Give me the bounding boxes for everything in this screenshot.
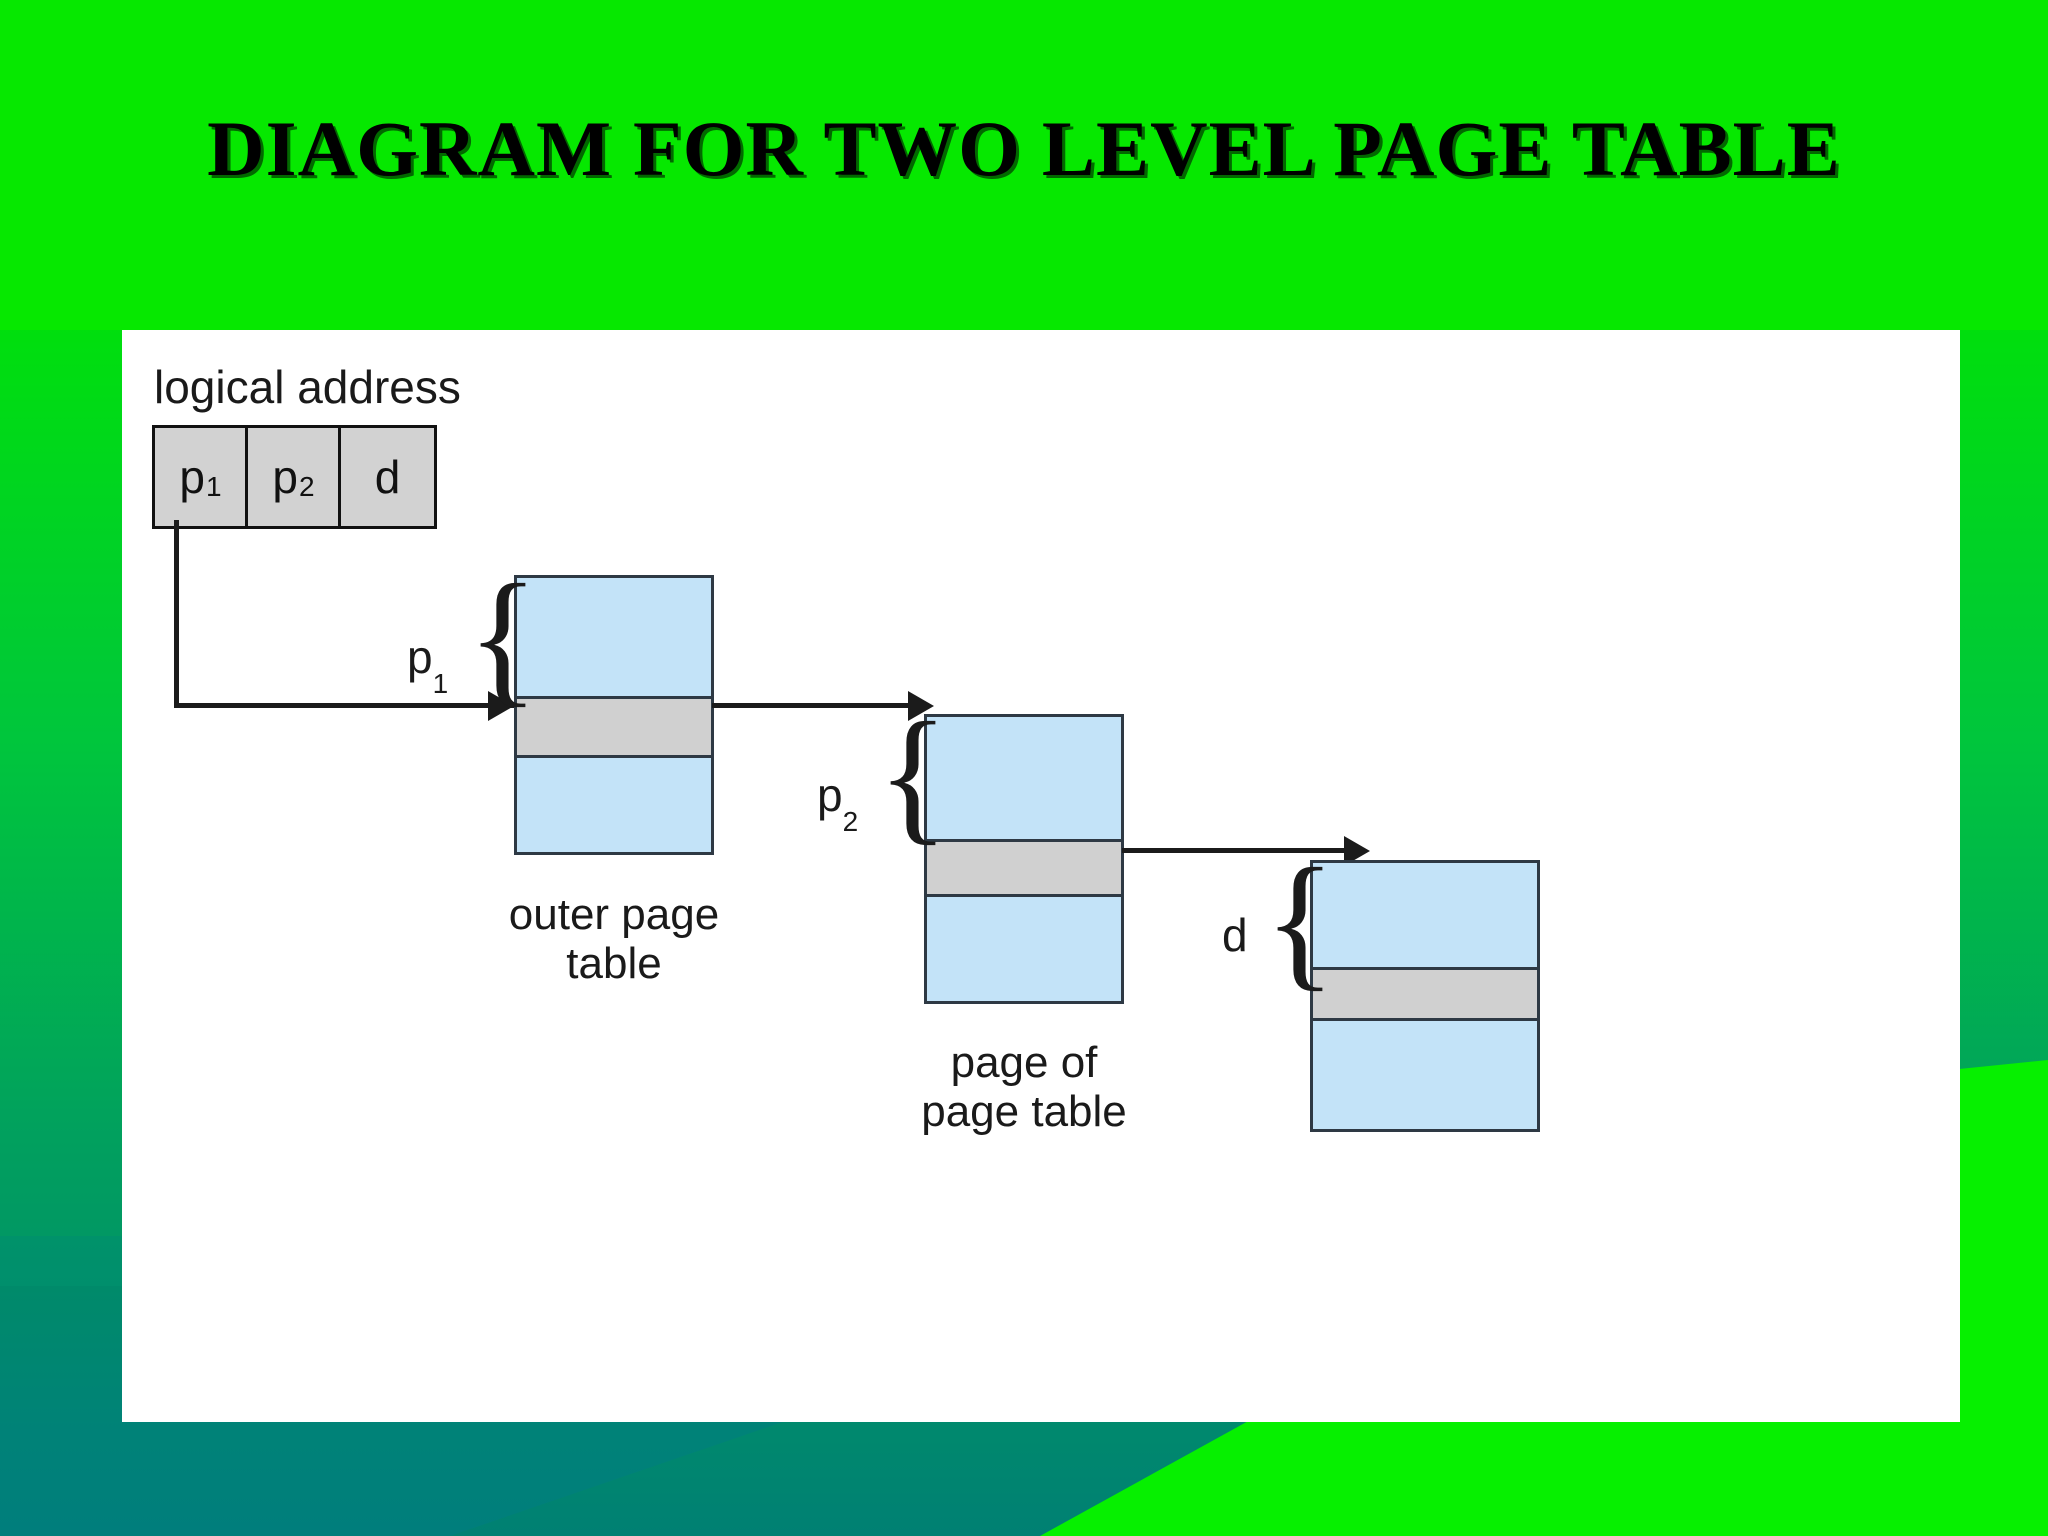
memory-frame-segment-entry xyxy=(1313,967,1537,1021)
memory-frame-index-text: d xyxy=(1222,909,1248,961)
page-of-page-table xyxy=(924,714,1124,1004)
page-of-page-table-index-text: p xyxy=(817,769,843,821)
outer-page-table-index-label: p1 xyxy=(407,630,448,699)
outer-page-table-segment-top xyxy=(517,578,711,696)
outer-page-table-caption-line1: outer page xyxy=(508,890,720,939)
outer-page-table-index-sub: 1 xyxy=(432,668,449,700)
logical-address-label: logical address xyxy=(154,361,461,413)
outer-page-table-caption-line2: table xyxy=(566,939,662,989)
page-of-page-table-index-sub: 2 xyxy=(842,806,859,838)
memory-frame-segment-bottom xyxy=(1313,1021,1537,1123)
page-of-page-table-segment-bottom xyxy=(927,897,1121,1001)
connector-middle-to-memory xyxy=(1122,848,1362,853)
address-field-d-text: d xyxy=(374,451,401,503)
page-of-page-table-segment-entry xyxy=(927,839,1121,897)
connector-outer-to-middle xyxy=(712,703,926,708)
memory-frame xyxy=(1310,860,1540,1132)
background-top-green-band xyxy=(0,0,2048,330)
outer-page-table xyxy=(514,575,714,855)
page-of-page-table-segment-top xyxy=(927,717,1121,839)
connector-address-arrowhead xyxy=(488,691,514,721)
connector-address-horizontal xyxy=(174,703,514,708)
memory-frame-segment-top xyxy=(1313,863,1537,967)
page-of-page-table-caption-line2: page table xyxy=(921,1087,1127,1137)
connector-address-vertical xyxy=(174,520,179,708)
page-of-page-table-caption: page of page table xyxy=(874,1038,1174,1137)
address-field-p2-text: p xyxy=(272,451,298,503)
page-title: DIAGRAM FOR TWO LEVEL PAGE TABLE xyxy=(207,105,1841,192)
outer-page-table-caption: outer page table xyxy=(464,890,764,989)
memory-frame-brace: { xyxy=(1264,838,1336,1004)
outer-page-table-index-text: p xyxy=(407,631,433,683)
outer-page-table-brace: { xyxy=(467,554,539,720)
address-field-p1-text: p xyxy=(179,451,205,503)
address-field-p2-subscript: 2 xyxy=(299,471,315,502)
page-of-page-table-index-label: p2 xyxy=(817,768,858,837)
outer-page-table-segment-entry xyxy=(517,696,711,758)
page-of-page-table-brace: { xyxy=(877,692,949,858)
address-field-d: d xyxy=(341,428,434,526)
page-of-page-table-caption-line1: page of xyxy=(950,1038,1098,1087)
outer-page-table-segment-bottom xyxy=(517,758,711,852)
address-field-p1-subscript: 1 xyxy=(206,471,222,502)
memory-frame-index-label: d xyxy=(1222,908,1248,968)
